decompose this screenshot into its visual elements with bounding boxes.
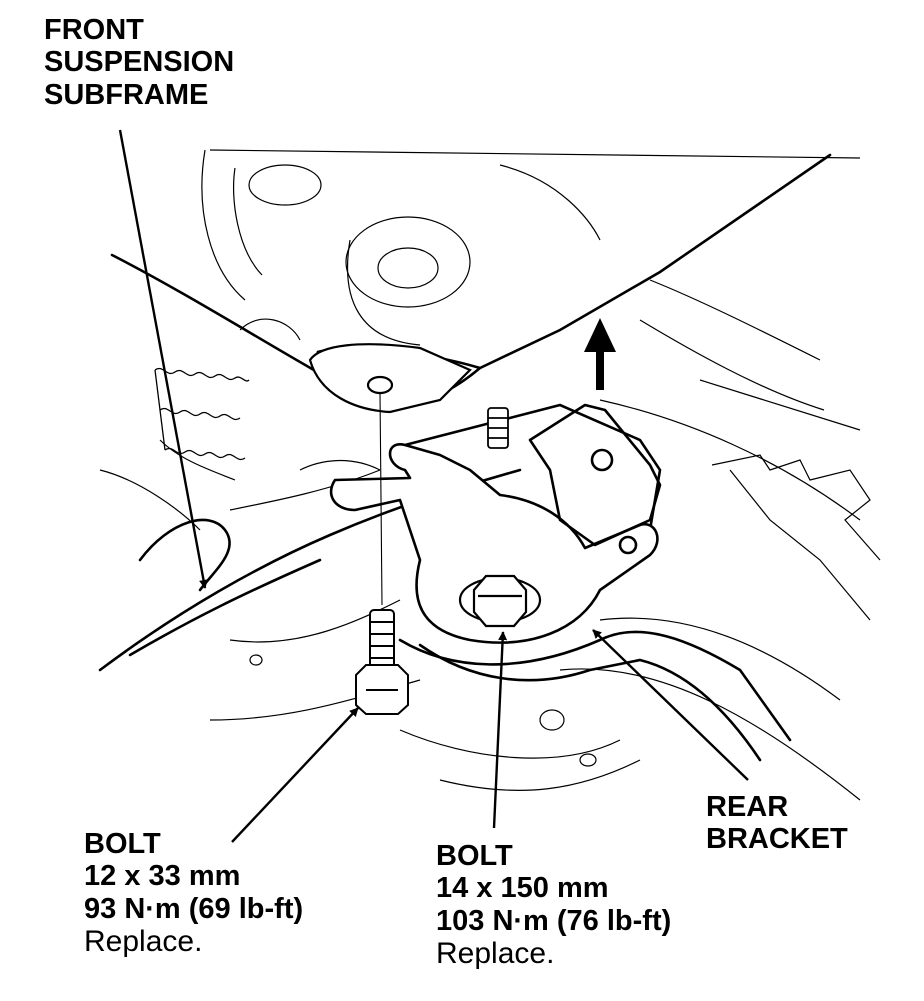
bolt-size: 12 x 33 mm (84, 860, 241, 893)
alignment-line (379, 391, 383, 606)
leader-bolt-small (231, 707, 359, 843)
bolt-title: BOLT (436, 840, 513, 872)
stud (487, 407, 509, 449)
bolt-torque: 103 N·m (76 lb-ft) (436, 904, 672, 937)
upper-mount (308, 343, 472, 414)
label-rear-bracket: REAR BRACKET (706, 791, 848, 856)
hose (154, 367, 250, 461)
front-suspension-subframe (98, 153, 832, 762)
bolt-note: Replace. (84, 925, 203, 959)
leader-subframe (118, 129, 208, 589)
label-bolt-14x150: BOLT 14 x 150 mm 103 N·m (76 lb-ft) Repl… (436, 840, 671, 971)
rear-bracket (329, 403, 662, 644)
bolt-note: Replace. (436, 937, 555, 971)
leader-bolt-large (492, 631, 508, 829)
leader-rear-bracket (592, 629, 749, 781)
leader-arrow-icon (118, 129, 749, 843)
bolt-title: BOLT (84, 828, 161, 860)
label-line: REAR (706, 791, 789, 823)
up-arrow-icon (584, 318, 616, 390)
bolt-12x33 (355, 609, 409, 715)
bolt-torque: 93 N·m (69 lb-ft) (84, 892, 304, 925)
bolt-14x150 (458, 574, 542, 628)
label-line: SUBFRAME (44, 78, 209, 111)
bolt-size: 14 x 150 mm (436, 872, 609, 905)
label-front-suspension-subframe: FRONT SUSPENSION SUBFRAME (44, 14, 234, 111)
label-bolt-12x33: BOLT 12 x 33 mm 93 N·m (69 lb-ft) Replac… (84, 828, 303, 959)
label-line: BRACKET (706, 823, 848, 856)
label-line: SUSPENSION (44, 46, 235, 79)
label-line: FRONT (44, 14, 144, 46)
